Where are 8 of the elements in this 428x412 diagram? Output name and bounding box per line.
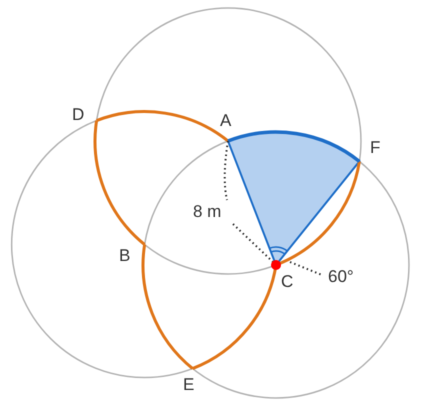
point-label: F <box>370 139 380 156</box>
point-label: D <box>72 106 84 123</box>
angle-label: 60° <box>328 268 354 285</box>
point-label: B <box>119 247 130 264</box>
point-label: C <box>281 273 294 290</box>
point-label: E <box>183 376 194 393</box>
length-label: 8 m <box>193 203 222 220</box>
point-label: A <box>220 112 232 129</box>
